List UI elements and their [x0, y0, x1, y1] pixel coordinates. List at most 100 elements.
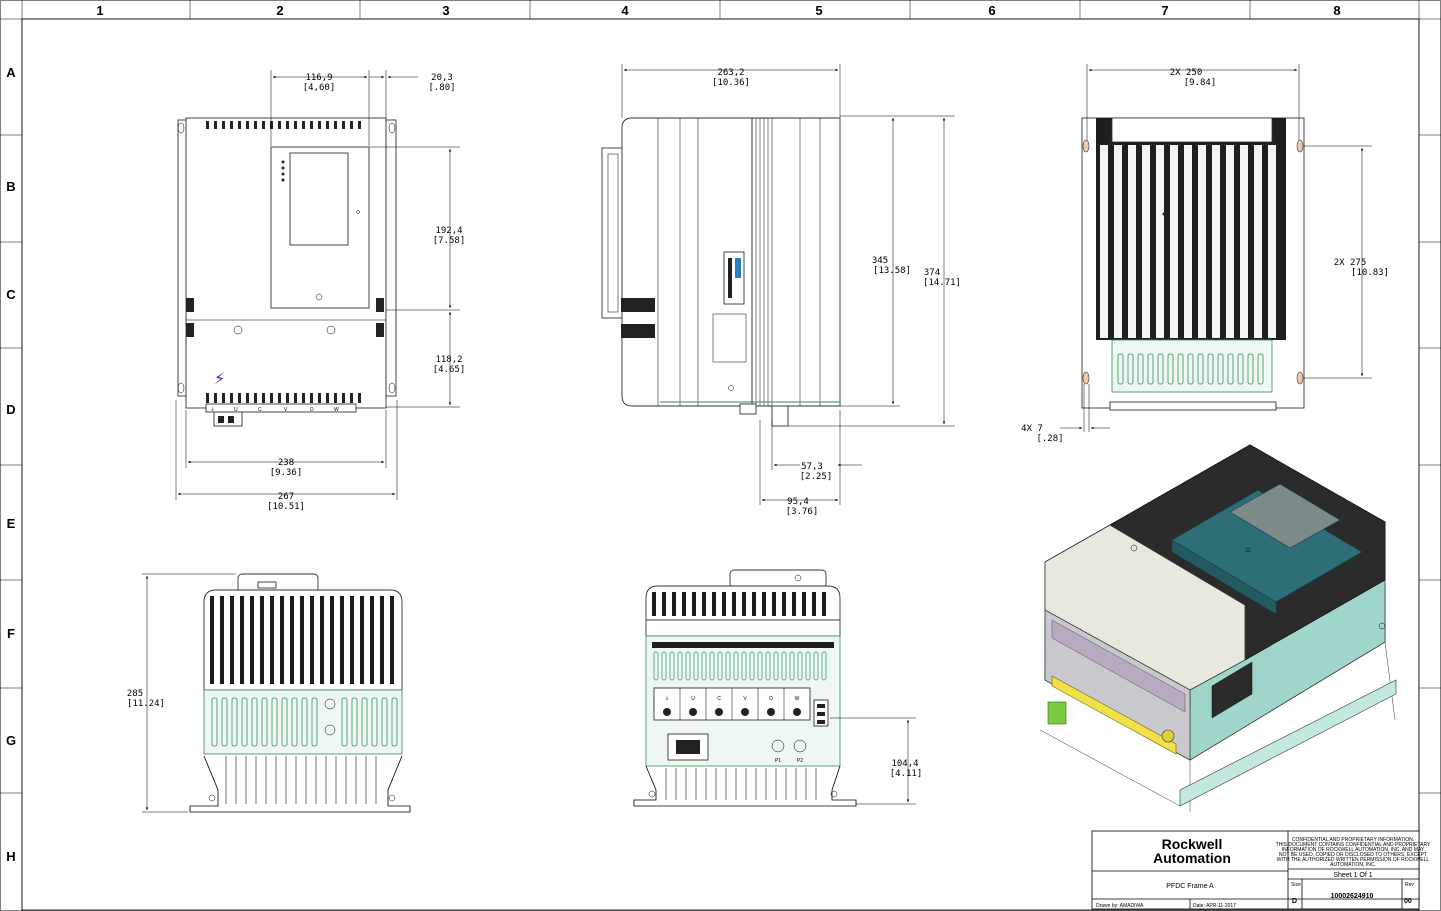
confidential-line-5: WITH THE AUTHORIZED WRITTEN PERMISSION O… — [1277, 857, 1430, 863]
dim-front-overall-in: [10.51] — [267, 502, 305, 512]
zone-row-f: F — [7, 626, 15, 641]
port-p1-label: P1 — [775, 758, 781, 764]
dim-back-width: 2X 250 — [1170, 68, 1203, 78]
dim-side-depth: 263,2 — [717, 68, 744, 78]
rev-value: 00 — [1404, 898, 1412, 905]
confidential-line-3: INFORMATION OF ROCKWELL AUTOMATION, INC.… — [1282, 847, 1425, 853]
dim-front-width-top: 116,9 — [305, 73, 332, 83]
dim-side-depth-in: [10.36] — [712, 78, 750, 88]
dim-term-height-in: [4.11] — [890, 769, 923, 779]
confidential-line-2: THIS DOCUMENT CONTAINS CONFIDENTIAL AND … — [1276, 842, 1431, 848]
front-dimensions: 116,9 [4,60] 20,3 [.80] 192,4 [7.58] 118… — [175, 70, 466, 512]
side-dimensions: 263,2 [10.36] 345 [13.58] 374 [14.71] 57… — [621, 64, 961, 517]
confidential-line-4: NOT BE USED, COPIED OR DISCLOSED TO OTHE… — [1279, 852, 1427, 858]
zone-col-2: 2 — [276, 3, 283, 18]
dim-back-hole-in: [.28] — [1036, 434, 1063, 444]
size-value: D — [1292, 898, 1297, 905]
bottom-view-center: ⏚ U C V D W P1 P2 — [633, 569, 857, 807]
back-view — [1081, 117, 1305, 411]
bottom-term-u: U — [691, 696, 695, 702]
zone-col-6: 6 — [988, 3, 995, 18]
dim-front-inner: 238 — [278, 458, 294, 468]
bottom-term-d: D — [769, 696, 773, 702]
dim-front-overall: 267 — [278, 492, 294, 502]
dim-back-hole: 4X 7 — [1021, 424, 1043, 434]
rev-label: Rev — [1405, 882, 1414, 888]
zone-col-5: 5 — [815, 3, 822, 18]
dim-side-95-in: [3.76] — [786, 507, 819, 517]
drawing-title: PFDC Frame A — [1166, 883, 1214, 890]
rockwell-logo: Rockwell — [1162, 836, 1223, 852]
bottom-view-left — [189, 573, 411, 813]
dim-front-offset: 20,3 — [431, 73, 453, 83]
front-term-c: C — [258, 407, 262, 413]
back-heatsink-fins — [1100, 145, 1276, 338]
front-view: ⚡ ⏚ U C V D W — [177, 117, 397, 427]
dim-front-upper-in: [7.58] — [433, 236, 466, 246]
zone-col-7: 7 — [1161, 3, 1168, 18]
dim-front-inner-in: [9.36] — [270, 468, 303, 478]
sheet-number: Sheet 1 Of 1 — [1333, 872, 1372, 879]
automation-logo: Automation — [1153, 850, 1231, 866]
dim-bottom-height-in: [11.24] — [127, 699, 165, 709]
dim-side-57: 57,3 — [801, 462, 823, 472]
dim-front-lower: 118,2 — [435, 355, 462, 365]
dim-term-height: 104,4 — [891, 759, 918, 769]
zone-row-b: B — [6, 179, 15, 194]
dim-back-height-in: [10.83] — [1351, 268, 1389, 278]
front-keypad — [289, 152, 349, 246]
dim-side-95: 95,4 — [787, 497, 809, 507]
front-term-d: D — [310, 407, 314, 413]
bottom-term-gnd: ⏚ — [664, 695, 669, 702]
zone-row-a: A — [6, 65, 16, 80]
drawn-by: Drawn by: AMADIWA — [1096, 903, 1144, 909]
zone-col-4: 4 — [621, 3, 629, 18]
dim-side-374-in: [14.71] — [923, 278, 961, 288]
zone-row-h: H — [6, 849, 15, 864]
zone-row-g: G — [6, 733, 16, 748]
dim-front-offset-in: [.80] — [428, 83, 455, 93]
dim-front-upper: 192,4 — [435, 226, 462, 236]
side-view — [601, 117, 841, 427]
drive-logo-icon: ⚡ — [214, 369, 225, 388]
bottom-term-v: V — [743, 696, 747, 702]
confidential-line-1: CONFIDENTIAL AND PROPRIETARY INFORMATION… — [1292, 837, 1414, 843]
size-label: Size — [1291, 882, 1301, 888]
dim-side-57-in: [2.25] — [800, 472, 833, 482]
front-term-u: U — [234, 407, 238, 413]
zone-col-1: 1 — [96, 3, 103, 18]
zone-row-c: C — [6, 287, 16, 302]
zone-rows: A B C D E F G H — [0, 65, 1441, 864]
front-top-vents — [206, 121, 361, 129]
dim-side-345-in: [13.58] — [873, 266, 911, 276]
dim-side-374: 374 — [924, 268, 940, 278]
drawing-date: Date: APR-11-2017 — [1193, 903, 1236, 909]
front-term-v: V — [284, 407, 288, 413]
dim-side-345: 345 — [872, 256, 888, 266]
zone-row-e: E — [7, 516, 16, 531]
zone-row-d: D — [6, 402, 15, 417]
dim-front-width-top-in: [4,60] — [303, 83, 336, 93]
port-p2-label: P2 — [797, 758, 803, 764]
back-dimensions: 2X 250 [9.84] 2X 275 [10.83] 4X 7 [.28] — [1021, 64, 1389, 444]
bottom-term-w: W — [795, 696, 800, 702]
zone-col-3: 3 — [442, 3, 449, 18]
dim-front-lower-in: [4.65] — [433, 365, 466, 375]
front-term-w: W — [334, 407, 339, 413]
bottom-center-dimensions: 104,4 [4.11] — [830, 717, 923, 805]
dim-bottom-height: 285 — [127, 689, 143, 699]
front-term-gnd: ⏚ — [210, 406, 215, 413]
bottom-left-dimensions: 285 [11.24] — [127, 573, 236, 813]
bottom-term-c: C — [717, 696, 721, 702]
power-terminal-block: ⏚ U C V D W — [653, 687, 811, 721]
zone-col-8: 8 — [1333, 3, 1340, 18]
zone-columns: 1 2 3 4 5 6 7 8 — [96, 0, 1341, 19]
dim-back-height: 2X 275 — [1334, 258, 1367, 268]
document-number: 10002624910 — [1331, 893, 1374, 900]
title-block: Rockwell Automation CONFIDENTIAL AND PRO… — [1091, 830, 1431, 910]
isometric-view — [1039, 444, 1397, 812]
front-terminal-vents — [206, 393, 361, 403]
confidential-line-6: AUTOMATION, INC. — [1330, 862, 1376, 868]
dim-back-width-in: [9.84] — [1184, 78, 1217, 88]
